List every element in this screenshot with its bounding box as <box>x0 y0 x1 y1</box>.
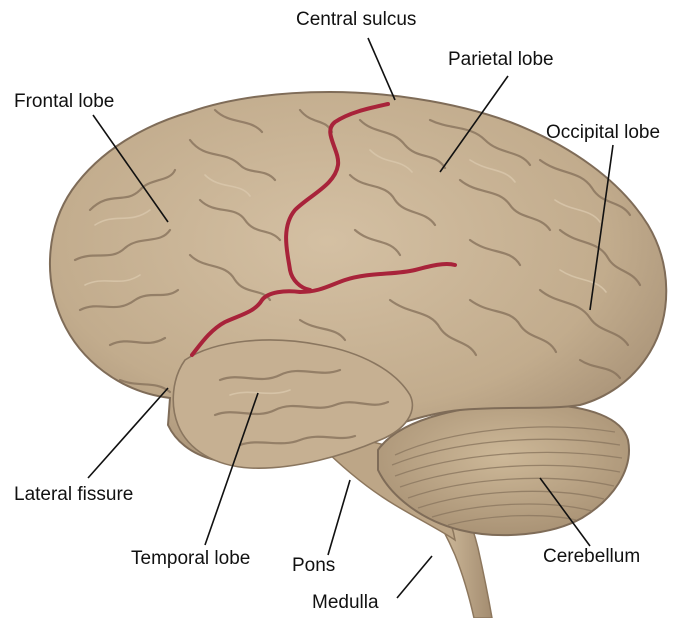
label-central-sulcus: Central sulcus <box>296 9 417 30</box>
sulcus-markings <box>190 102 457 357</box>
leader-lines <box>87 37 614 599</box>
label-cerebellum: Cerebellum <box>543 546 641 567</box>
label-lateral-fissure: Lateral fissure <box>14 484 134 505</box>
cerebellum-shape <box>377 402 630 537</box>
label-parietal-lobe: Parietal lobe <box>448 49 554 70</box>
occipital-lobe-leader <box>589 144 614 311</box>
cerebellum-leader <box>539 477 591 547</box>
label-temporal-lobe: Temporal lobe <box>131 548 251 569</box>
frontal-lobe-leader <box>92 114 169 223</box>
label-pons: Pons <box>292 555 336 576</box>
lateral-fissure-line <box>190 261 457 357</box>
central-sulcus-leader <box>367 37 396 101</box>
label-frontal-lobe: Frontal lobe <box>14 91 115 112</box>
medulla-leader <box>396 555 433 599</box>
parietal-lobe-leader <box>439 75 509 173</box>
label-medulla: Medulla <box>312 592 379 613</box>
temporal-lobe-leader <box>204 392 259 546</box>
label-occipital-lobe: Occipital lobe <box>546 122 661 143</box>
gyri-pattern <box>73 108 642 447</box>
lateral-fissure-leader <box>87 387 169 479</box>
central-sulcus-line <box>284 102 390 292</box>
pons-leader <box>327 479 351 556</box>
gyri-highlights <box>84 149 607 396</box>
